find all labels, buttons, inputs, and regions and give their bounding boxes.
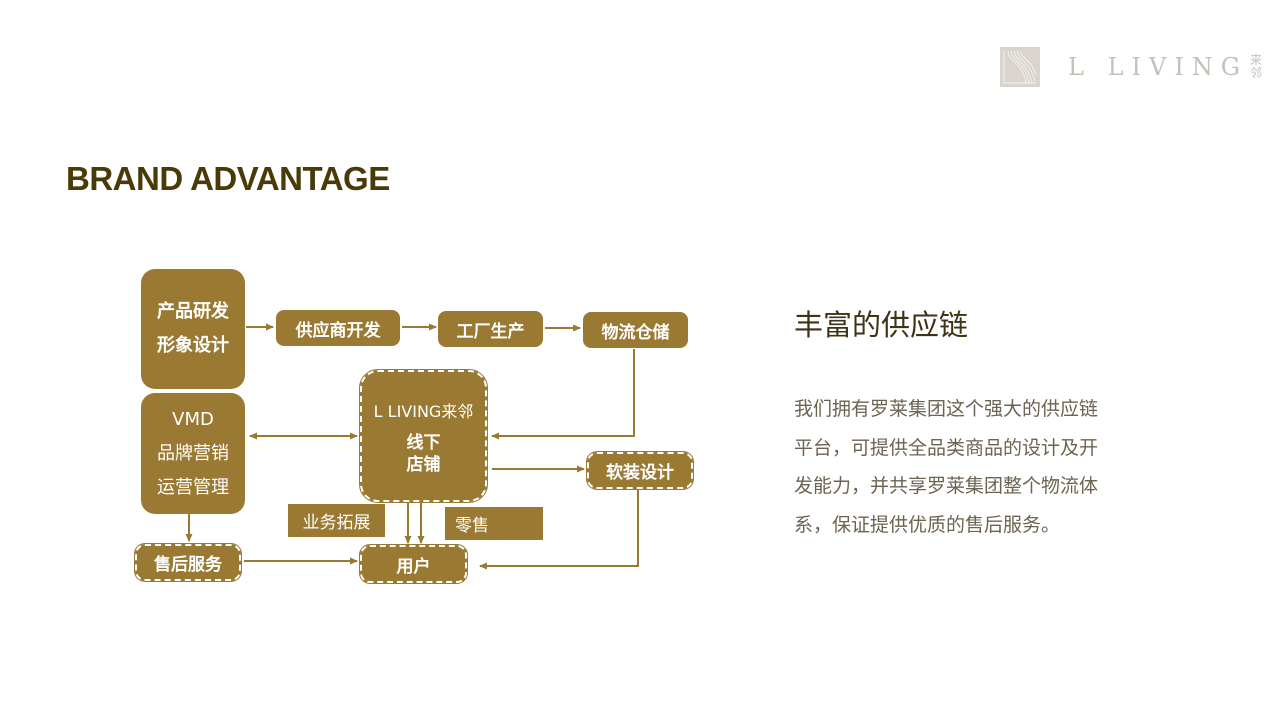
brand-logo: L LIVING 来邻 xyxy=(1000,46,1264,88)
l-living-logo-mark-icon xyxy=(1000,47,1040,87)
label-retail: 零售 xyxy=(445,507,543,540)
node-store-brand: L LIVING来邻 xyxy=(373,402,474,421)
node-vmd-line2: 品牌营销 xyxy=(157,442,229,464)
label-retail-text: 零售 xyxy=(455,516,489,536)
body-line-1: 我们拥有罗莱集团这个强大的供应链 xyxy=(794,398,1099,420)
node-vmd-line3: 运营管理 xyxy=(157,476,229,498)
node-factory: 工厂生产 xyxy=(438,311,543,347)
logo-chinese-name: 来邻 xyxy=(1249,53,1262,80)
page-title: BRAND ADVANTAGE xyxy=(66,160,390,197)
node-logistics: 物流仓储 xyxy=(583,312,688,348)
node-store: L LIVING来邻 线下 店铺 xyxy=(359,369,488,503)
node-logistics-label: 物流仓储 xyxy=(601,322,670,343)
node-vmd: VMD 品牌营销 运营管理 xyxy=(141,393,245,514)
node-after-sales-label: 售后服务 xyxy=(154,555,222,575)
node-store-line2: 店铺 xyxy=(406,455,441,475)
node-soft-design-label: 软装设计 xyxy=(606,463,674,483)
node-supplier-dev-label: 供应商开发 xyxy=(295,320,381,341)
label-biz-expand: 业务拓展 xyxy=(288,504,385,537)
node-user: 用户 xyxy=(359,544,468,584)
node-store-line1: 线下 xyxy=(406,433,441,453)
node-product-dev-line2: 形象设计 xyxy=(157,335,229,356)
section-heading: 丰富的供应链 xyxy=(794,308,969,342)
logo-wordmark: L LIVING xyxy=(1068,53,1248,81)
label-biz-expand-text: 业务拓展 xyxy=(302,513,371,533)
node-supplier-dev: 供应商开发 xyxy=(276,310,400,346)
body-line-4: 系，保证提供优质的售后服务。 xyxy=(794,513,1061,536)
section-body: 我们拥有罗莱集团这个强大的供应链 平台，可提供全品类商品的设计及开 发能力，并共… xyxy=(794,390,1144,544)
body-line-3: 发能力，并共享罗莱集团整个物流体 xyxy=(794,475,1099,497)
node-factory-label: 工厂生产 xyxy=(456,321,525,342)
node-user-label: 用户 xyxy=(396,556,431,577)
node-vmd-line1: VMD xyxy=(172,408,214,430)
body-line-2: 平台，可提供全品类商品的设计及开 xyxy=(794,436,1099,459)
node-soft-design: 软装设计 xyxy=(586,451,694,490)
node-after-sales: 售后服务 xyxy=(134,543,242,582)
node-product-dev: 产品研发 形象设计 xyxy=(141,269,245,389)
node-product-dev-line1: 产品研发 xyxy=(157,301,229,322)
